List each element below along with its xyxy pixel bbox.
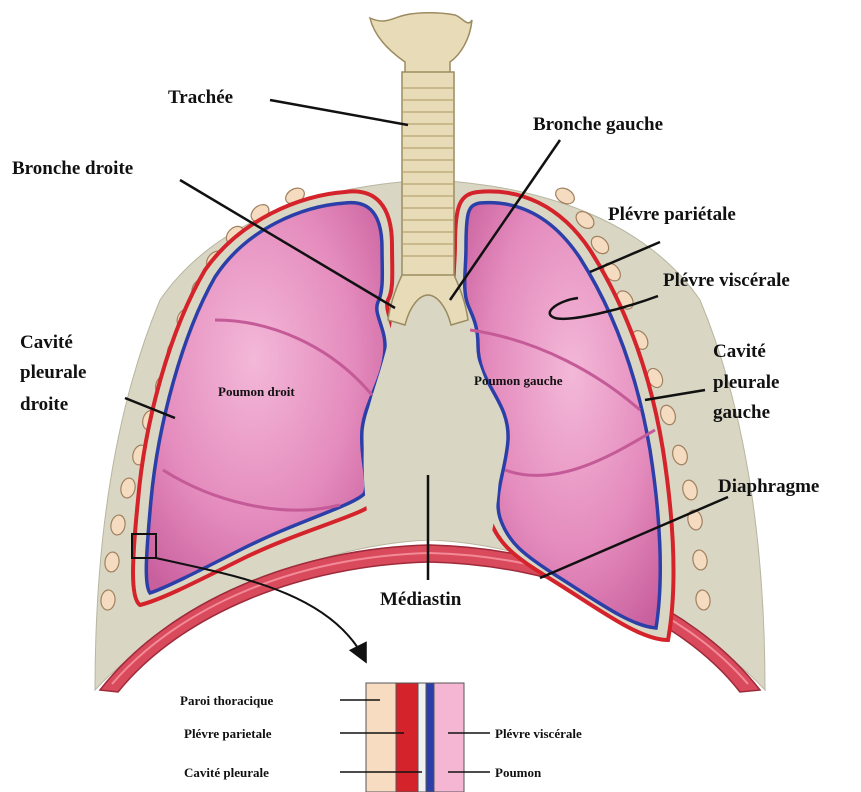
label-diaphragme: Diaphragme	[718, 476, 819, 497]
label-trachee: Trachée	[168, 87, 233, 108]
inset-label-paroi: Paroi thoracique	[180, 693, 274, 708]
label-plevre-parietale: Plévre pariétale	[608, 204, 736, 225]
pointer-trachee	[270, 100, 408, 125]
inset-label-plevre-parietale: Plévre parietale	[184, 726, 272, 741]
label-bronche-droite: Bronche droite	[12, 158, 133, 179]
inset-label-plevre-viscerale: Plévre viscérale	[495, 726, 582, 741]
label-cavite-droite-2: pleurale	[20, 362, 87, 383]
label-mediastin: Médiastin	[380, 589, 462, 610]
label-plevre-viscerale: Plévre viscérale	[663, 270, 790, 291]
label-cavite-droite-1: Cavité	[20, 332, 73, 353]
label-cavite-gauche-3: gauche	[713, 402, 770, 423]
label-poumon-droit: Poumon droit	[218, 384, 295, 399]
inset-label-cavite: Cavité pleurale	[184, 765, 269, 780]
pleura-inset	[340, 683, 490, 792]
label-bronche-gauche: Bronche gauche	[533, 114, 663, 135]
label-cavite-gauche-1: Cavité	[713, 341, 766, 362]
label-poumon-gauche: Poumon gauche	[474, 373, 563, 388]
inset-label-poumon: Poumon	[495, 765, 542, 780]
label-cavite-droite-3: droite	[20, 394, 68, 415]
label-cavite-gauche-2: pleurale	[713, 372, 780, 393]
